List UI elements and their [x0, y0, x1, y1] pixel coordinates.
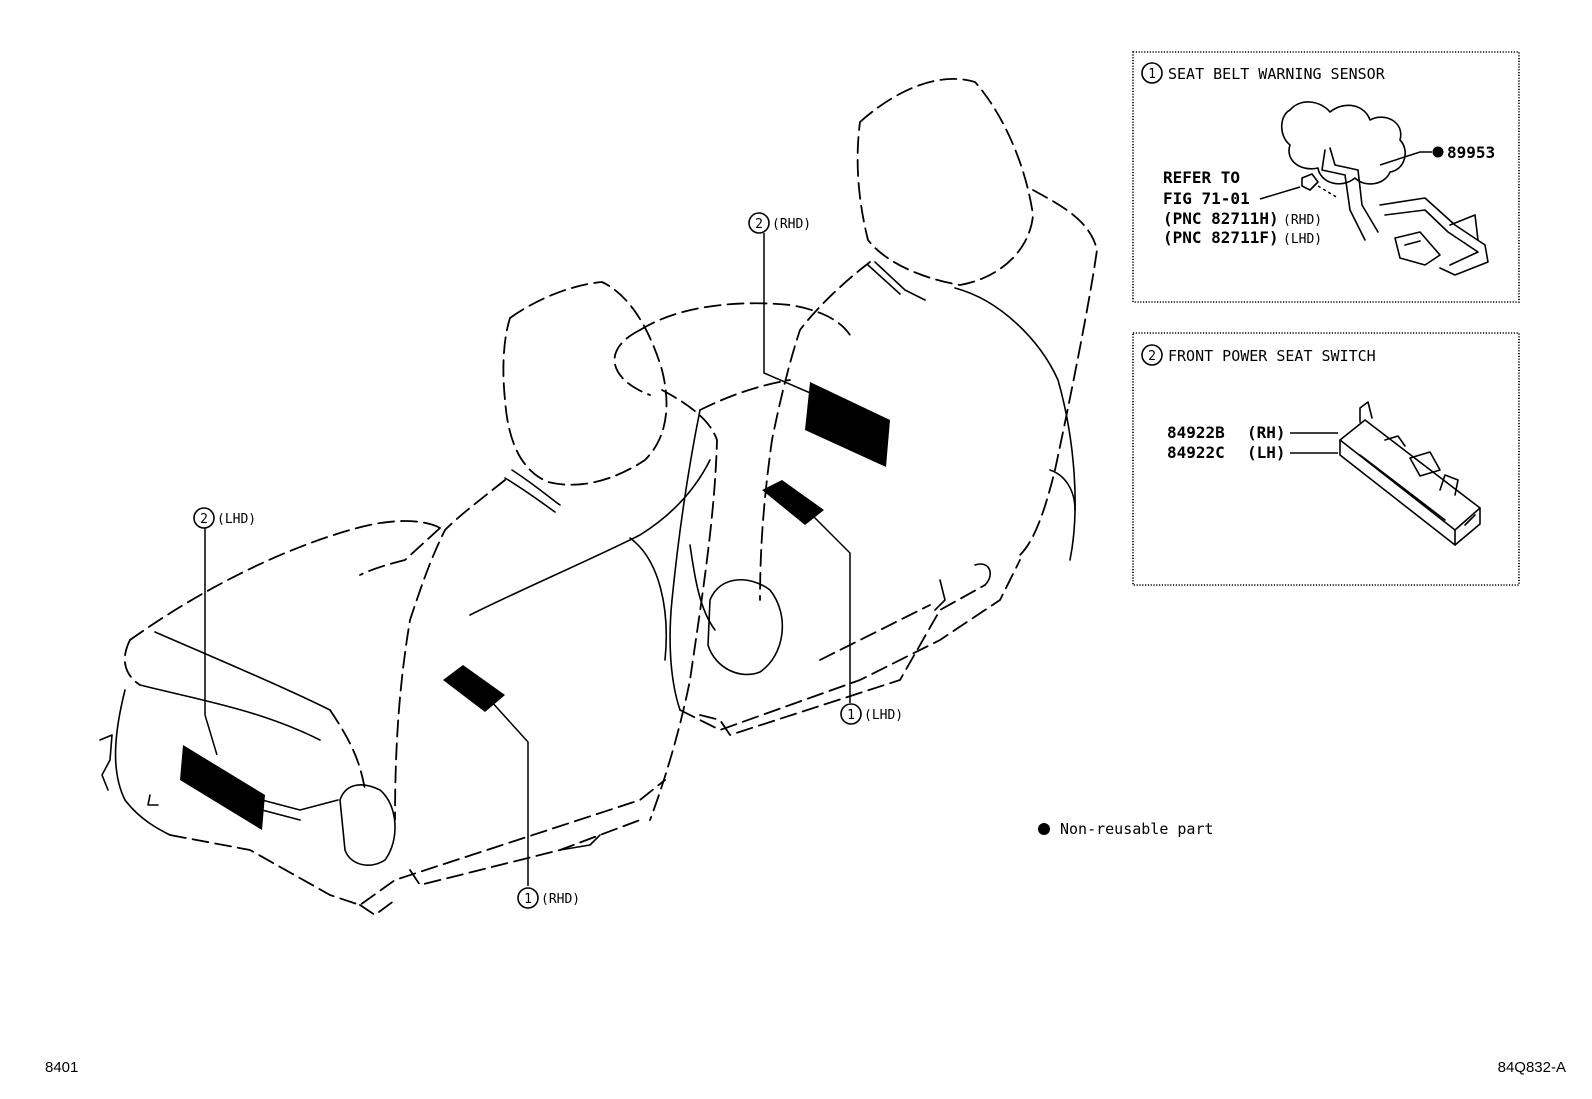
callout-number: 1	[524, 892, 532, 907]
sensor-patch-rhd	[443, 665, 505, 712]
sensor-patch-lhd	[762, 480, 824, 525]
panel-number: 2	[1148, 349, 1156, 364]
panel-title: FRONT POWER SEAT SWITCH	[1168, 347, 1376, 365]
refer-line-2: FIG 71-01	[1163, 189, 1250, 208]
callout-suffix: (LHD)	[217, 512, 256, 527]
seat-belt-warning-sensor-panel: 1 SEAT BELT WARNING SENSOR 89953 REFER T…	[1132, 51, 1520, 303]
seat-belt-sensor-icon	[1280, 101, 1489, 276]
callout-number: 2	[200, 512, 208, 527]
callout-1-lhd: 1 (LHD)	[840, 703, 903, 725]
footer-right-code: 84Q832-A	[1498, 1059, 1566, 1076]
callout-2-rhd: 2 (RHD)	[748, 212, 811, 234]
callout-suffix: (RHD)	[541, 892, 580, 907]
pnc-rhd: (PNC 82711H)	[1163, 209, 1279, 228]
switch-part-lh: 84922C	[1167, 443, 1225, 462]
panel-number: 1	[1148, 67, 1156, 82]
callout-suffix: (RHD)	[772, 217, 811, 232]
pnc-lhd: (PNC 82711F)	[1163, 228, 1279, 247]
callout-2-lhd: 2 (LHD)	[193, 507, 256, 529]
switch-part-lh-suffix: (LH)	[1247, 443, 1286, 462]
switch-patch-lhd	[180, 745, 265, 830]
legend: Non-reusable part	[1038, 820, 1214, 838]
switch-part-rh: 84922B	[1167, 423, 1225, 442]
refer-line-1: REFER TO	[1163, 168, 1240, 187]
non-reusable-dot-icon	[1432, 146, 1444, 158]
front-power-seat-switch-panel: 2 FRONT POWER SEAT SWITCH 84922B (RH) 84…	[1132, 332, 1520, 586]
panel-title: SEAT BELT WARNING SENSOR	[1168, 65, 1386, 83]
sensor-part-number: 89953	[1447, 143, 1495, 162]
callout-1-rhd: 1 (RHD)	[517, 887, 580, 909]
right-seat-drawing	[613, 78, 1098, 736]
switch-part-rh-suffix: (RH)	[1247, 423, 1286, 442]
pnc-lhd-suffix: (LHD)	[1283, 232, 1322, 247]
power-seat-switch-icon	[1339, 401, 1481, 546]
pnc-rhd-suffix: (RHD)	[1283, 213, 1322, 228]
left-seat-drawing	[99, 281, 718, 916]
callout-suffix: (LHD)	[864, 708, 903, 723]
non-reusable-dot-icon	[1038, 823, 1050, 835]
callout-number: 2	[755, 217, 763, 232]
legend-text: Non-reusable part	[1060, 820, 1214, 838]
callout-number: 1	[847, 708, 855, 723]
switch-patch-rhd	[805, 382, 890, 467]
footer-left-code: 8401	[45, 1059, 78, 1076]
